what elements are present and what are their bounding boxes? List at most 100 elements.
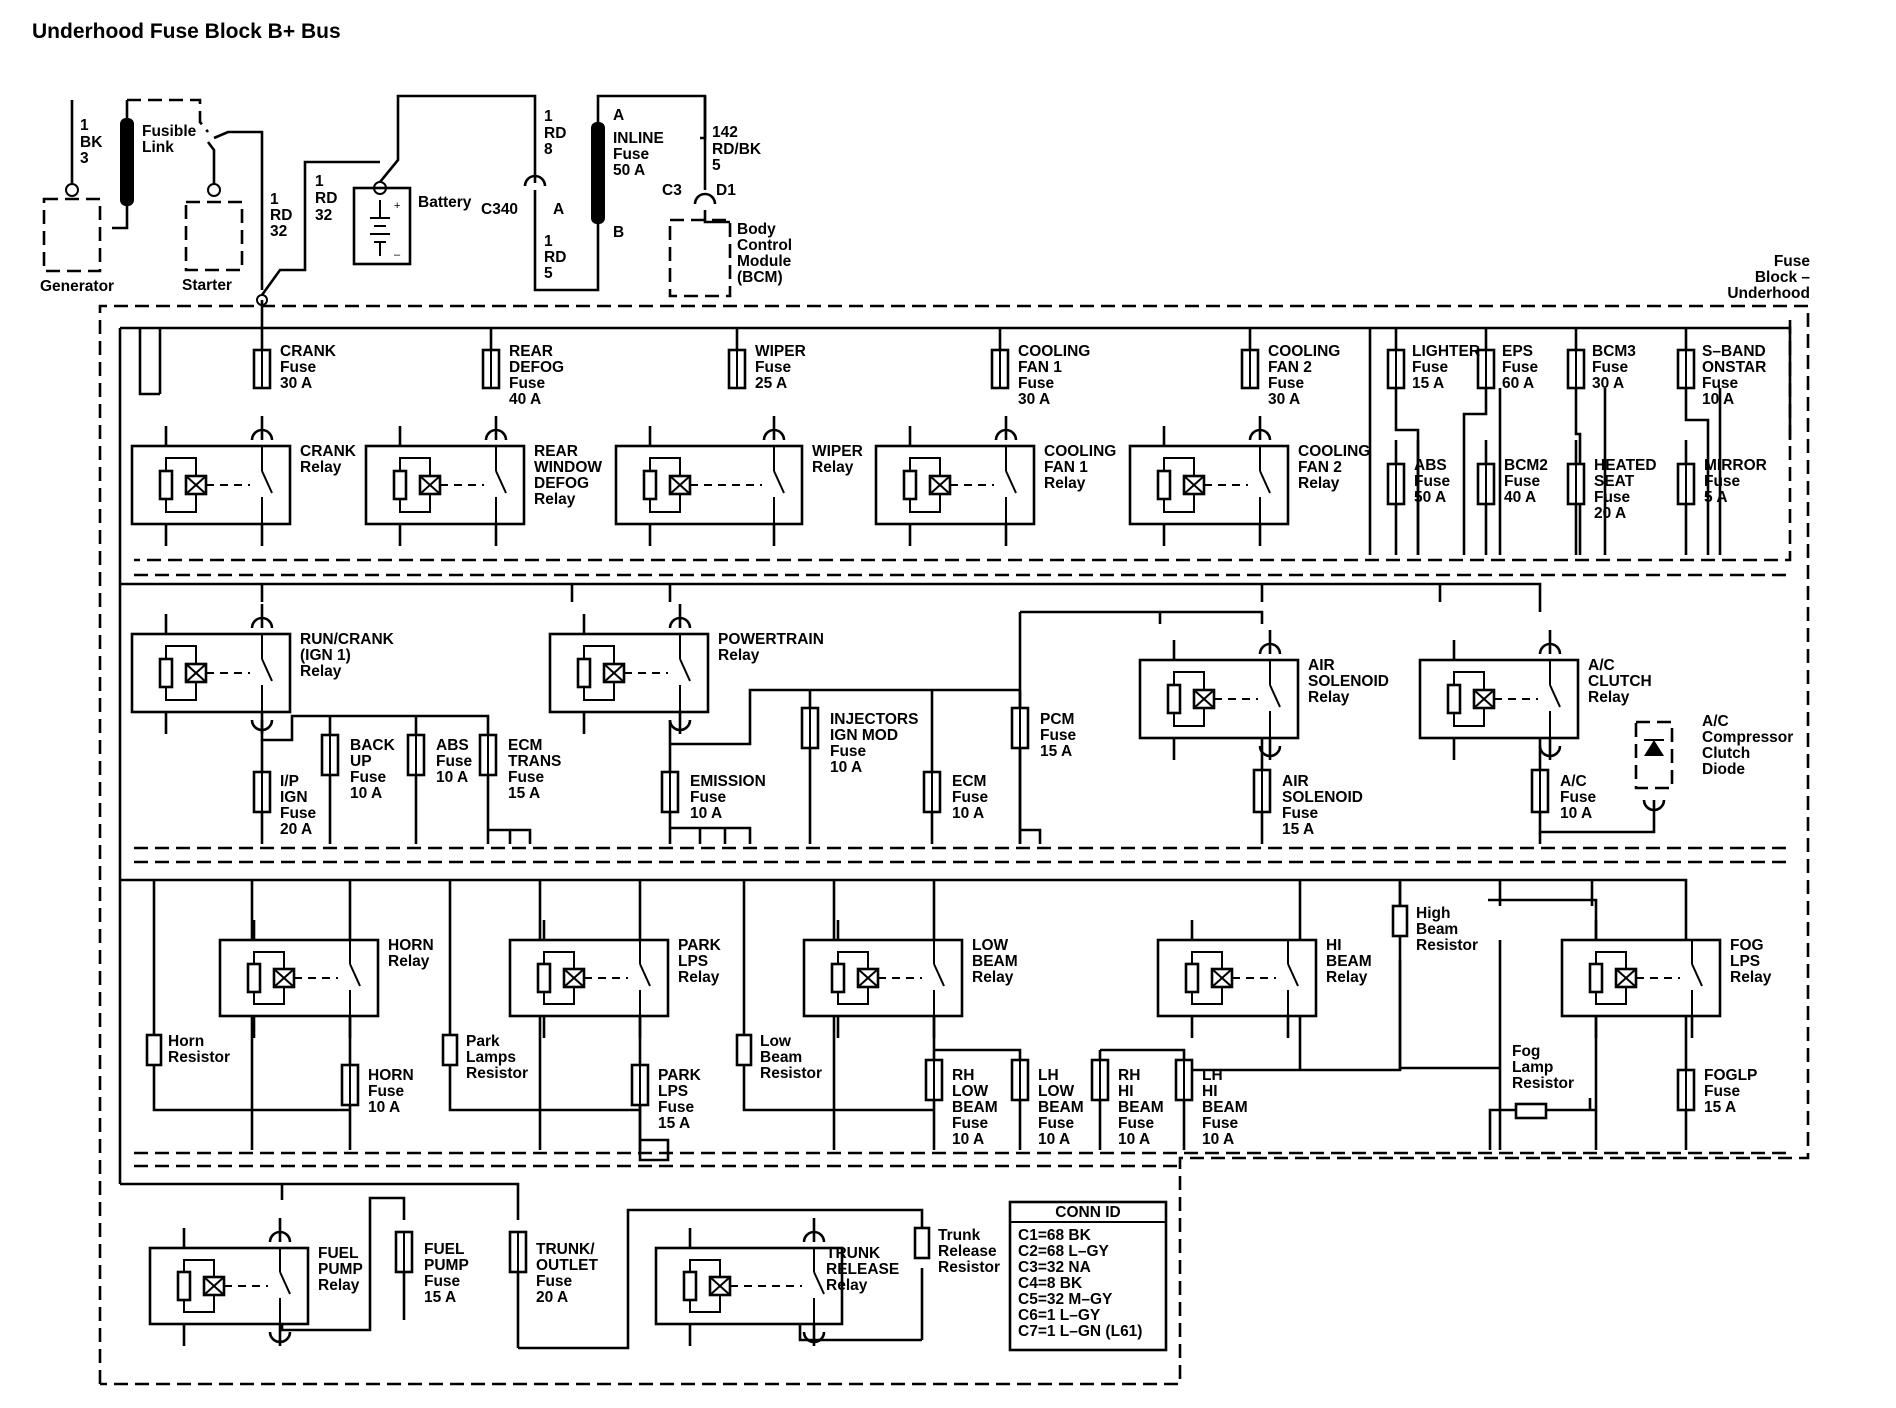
svg-text:Fuse: Fuse	[1414, 473, 1451, 490]
svg-text:Body: Body	[737, 221, 776, 238]
fuse-crank	[252, 348, 272, 390]
svg-text:Fuse: Fuse	[280, 805, 317, 822]
resistors-layer	[145, 904, 1548, 1260]
fuse-lh-low-beam	[1010, 1058, 1030, 1102]
fuse-park-lps	[630, 1063, 650, 1107]
svg-text:Fuse: Fuse	[952, 1115, 989, 1132]
svg-text:10 A: 10 A	[690, 805, 722, 822]
relay-fog-lps	[1560, 920, 1722, 1038]
svg-text:RD/BK: RD/BK	[712, 141, 762, 158]
svg-text:Fuse: Fuse	[368, 1083, 405, 1100]
svg-text:Relay: Relay	[534, 491, 576, 508]
conn-id-box	[1008, 1200, 1168, 1352]
fuse-abs50	[1386, 462, 1406, 506]
svg-text:LPS: LPS	[678, 953, 708, 970]
svg-text:15 A: 15 A	[508, 785, 540, 802]
row3	[120, 878, 1688, 1162]
fuse-horn	[340, 1063, 360, 1107]
svg-text:TRUNK/: TRUNK/	[536, 1241, 595, 1258]
svg-text:WINDOW: WINDOW	[534, 459, 602, 476]
row4	[120, 1182, 924, 1350]
fuse-rear-defog	[481, 348, 501, 390]
svg-text:Relay: Relay	[318, 1277, 360, 1294]
svg-text:AIR: AIR	[1282, 773, 1309, 790]
svg-text:Fusible: Fusible	[142, 123, 197, 140]
svg-text:Low: Low	[760, 1033, 792, 1050]
relay-horn	[218, 920, 380, 1038]
svg-text:10 A: 10 A	[1202, 1131, 1234, 1148]
svg-text:Fuse: Fuse	[1774, 253, 1811, 270]
svg-text:Fuse: Fuse	[1040, 727, 1077, 744]
relays-layer	[130, 416, 1722, 1346]
svg-text:FAN 1: FAN 1	[1044, 459, 1088, 476]
svg-text:RD: RD	[270, 207, 292, 224]
svg-text:Fuse: Fuse	[1560, 789, 1597, 806]
svg-text:5 A: 5 A	[1704, 489, 1728, 506]
svg-text:Relay: Relay	[1298, 475, 1340, 492]
svg-text:10 A: 10 A	[1560, 805, 1592, 822]
relay-cooling-fan1	[874, 416, 1036, 546]
svg-text:Diode: Diode	[1702, 761, 1745, 778]
svg-text:Resistor: Resistor	[1416, 937, 1478, 954]
svg-text:Horn: Horn	[168, 1033, 204, 1050]
svg-text:TRUNK: TRUNK	[826, 1245, 881, 1262]
relay-hi-beam	[1156, 920, 1318, 1038]
fusible-link-symbol	[120, 118, 134, 206]
svg-text:Relay: Relay	[1326, 969, 1368, 986]
svg-text:COOLING: COOLING	[1044, 443, 1116, 460]
relay-run-crank	[130, 604, 292, 734]
inline-fuse-pin-b: B	[613, 224, 624, 241]
fuse-block-outline	[98, 304, 1810, 1386]
svg-text:Fuse: Fuse	[424, 1273, 461, 1290]
svg-text:LIGHTER: LIGHTER	[1412, 343, 1480, 360]
relay-ac-clutch	[1418, 630, 1580, 760]
fuse-ecm-trans	[478, 733, 498, 777]
svg-text:FAN 1: FAN 1	[1018, 359, 1062, 376]
svg-text:RUN/CRANK: RUN/CRANK	[300, 631, 395, 648]
svg-text:Relay: Relay	[826, 1277, 868, 1294]
svg-text:COOLING: COOLING	[1268, 343, 1340, 360]
svg-text:Beam: Beam	[1416, 921, 1458, 938]
svg-text:Compressor: Compressor	[1702, 729, 1793, 746]
svg-text:Block –: Block –	[1755, 269, 1811, 286]
svg-text:10 A: 10 A	[1118, 1131, 1150, 1148]
svg-text:10 A: 10 A	[952, 1131, 984, 1148]
svg-text:PCM: PCM	[1040, 711, 1074, 728]
svg-text:30 A: 30 A	[1268, 391, 1300, 408]
svg-text:1: 1	[80, 117, 89, 134]
svg-text:LH: LH	[1038, 1067, 1059, 1084]
starter-label: Starter	[182, 277, 232, 294]
relay-rear-window-defog	[364, 416, 526, 546]
svg-text:Fog: Fog	[1512, 1043, 1540, 1060]
svg-text:Control: Control	[737, 237, 792, 254]
c340-pin: A	[553, 201, 564, 218]
svg-text:Fuse: Fuse	[755, 359, 792, 376]
svg-text:Resistor: Resistor	[760, 1065, 822, 1082]
fuse-ecm	[922, 770, 942, 814]
resistor-trunk-release-symbol	[913, 1226, 931, 1260]
svg-text:Relay: Relay	[812, 459, 854, 476]
svg-text:Fuse: Fuse	[536, 1273, 573, 1290]
svg-text:DEFOG: DEFOG	[534, 475, 589, 492]
svg-text:LOW: LOW	[1038, 1083, 1075, 1100]
generator-wire-label: 1 BK 3	[80, 117, 103, 167]
svg-text:PARK: PARK	[678, 937, 722, 954]
svg-text:Fuse: Fuse	[436, 753, 473, 770]
diode-box	[1634, 720, 1674, 790]
svg-text:(IGN 1): (IGN 1)	[300, 647, 351, 664]
battery-minus: –	[394, 249, 401, 261]
bcm-box	[668, 218, 732, 298]
svg-text:HI: HI	[1202, 1083, 1218, 1100]
svg-text:30 A: 30 A	[1018, 391, 1050, 408]
svg-text:A/C: A/C	[1702, 713, 1729, 730]
